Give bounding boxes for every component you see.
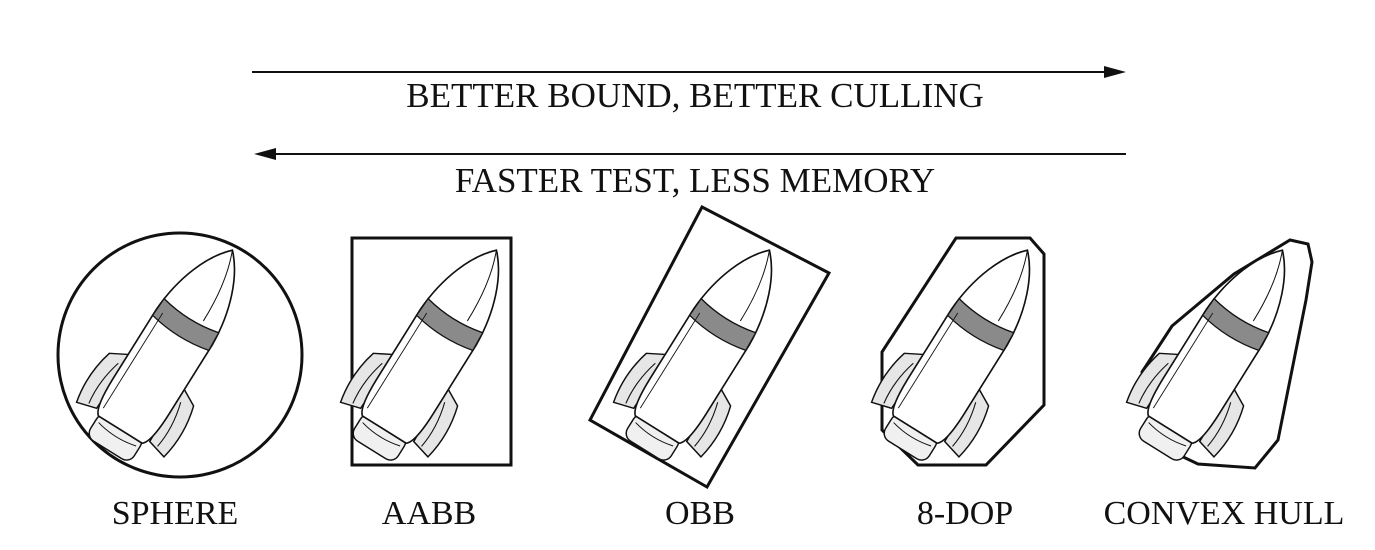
better-bound-arrow-head bbox=[1104, 66, 1126, 78]
faster-test-arrow-head bbox=[254, 148, 276, 160]
obb-bound bbox=[587, 204, 832, 490]
convex-hull-bound bbox=[1140, 238, 1314, 470]
convex-hull-caption: CONVEX HULL bbox=[1103, 495, 1345, 532]
faster-test-label: FASTER TEST, LESS MEMORY bbox=[454, 161, 936, 200]
sphere-bound bbox=[56, 231, 304, 479]
eight-dop-bound bbox=[880, 236, 1046, 467]
eight-dop-figure bbox=[855, 220, 1075, 480]
convex-hull-figure bbox=[1110, 220, 1330, 480]
obb-caption: OBB bbox=[665, 495, 735, 532]
obb-figure bbox=[587, 204, 832, 490]
eight-dop-caption: 8-DOP bbox=[916, 495, 1014, 532]
spaceship-icon bbox=[597, 220, 817, 480]
aabb-bound bbox=[350, 236, 513, 467]
sphere-figure bbox=[56, 220, 304, 480]
aabb-figure bbox=[324, 220, 544, 480]
spaceship-icon bbox=[855, 220, 1075, 480]
spaceship-icon bbox=[60, 220, 280, 480]
aabb-caption: AABB bbox=[381, 495, 477, 532]
better-bound-label: BETTER BOUND, BETTER CULLING bbox=[406, 76, 984, 115]
sphere-caption: SPHERE bbox=[111, 495, 239, 532]
